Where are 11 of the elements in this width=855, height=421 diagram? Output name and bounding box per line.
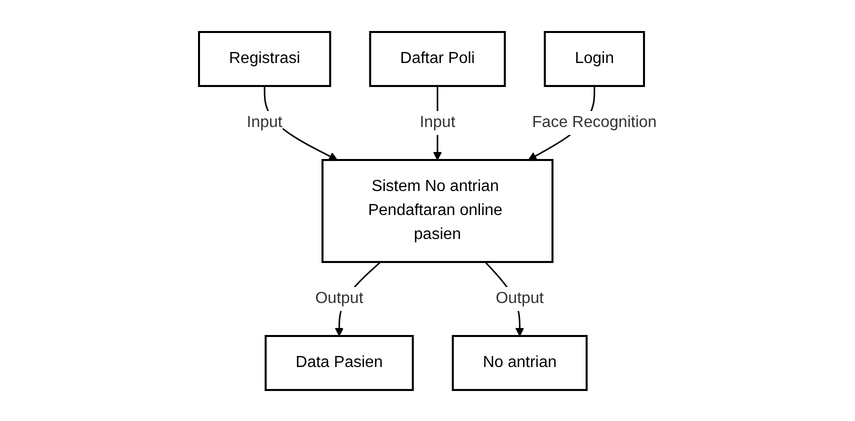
node-box: Registrasi [198, 30, 331, 86]
node-box: Sistem No antrian Pendaftaran online pasien [321, 158, 554, 262]
node-box: Daftar Poli [368, 30, 506, 86]
edge-label: Face Recognition [532, 113, 656, 130]
edge-label: Input [419, 113, 455, 130]
edge-label: Output [495, 289, 544, 306]
edge-label: Input [246, 113, 282, 130]
node-box: No antrian [451, 334, 588, 390]
node-box: Data Pasien [264, 334, 414, 390]
node-box: Login [544, 30, 645, 86]
edge-label: Output [314, 289, 363, 306]
